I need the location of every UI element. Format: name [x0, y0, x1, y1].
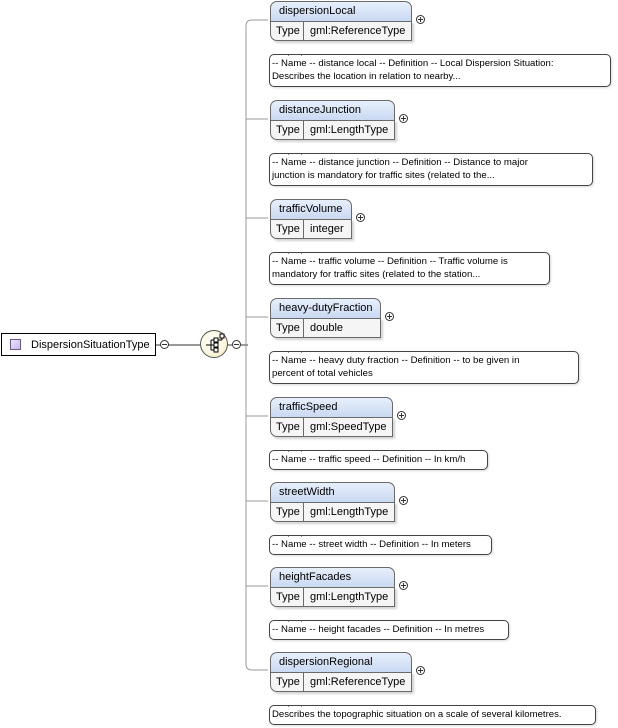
- annotation-line: junction is mandatory for traffic sites …: [272, 170, 495, 181]
- collapse-root-toggle-icon[interactable]: [160, 340, 169, 349]
- annotation-street-width: -- Name -- street width -- Definition --…: [269, 535, 492, 555]
- sequence-compositor-icon[interactable]: [200, 330, 228, 358]
- element-name: dispersionLocal: [270, 1, 412, 21]
- expand-traffic-speed-icon[interactable]: [397, 411, 406, 420]
- annotation-heavy-duty-fraction: -- Name -- heavy duty fraction -- Defini…: [269, 351, 579, 384]
- annotation-line: Describes the topographic situation on a…: [272, 709, 562, 720]
- element-name: distanceJunction: [270, 100, 395, 120]
- sequence-glyph-icon: [206, 333, 225, 353]
- expand-distance-junction-icon[interactable]: [399, 114, 408, 123]
- element-type-row: Type gml:SpeedType: [270, 417, 393, 437]
- element-type-row: Type integer: [270, 219, 352, 239]
- element-type-row: Type double: [270, 318, 381, 338]
- annotation-line: -- Name -- distance junction -- Definiti…: [272, 157, 528, 168]
- complex-type-icon: [10, 339, 21, 350]
- root-type-label: DispersionSituationType: [31, 338, 150, 351]
- expand-height-facades-icon[interactable]: [399, 581, 408, 590]
- element-name: dispersionRegional: [270, 652, 412, 672]
- element-name: streetWidth: [270, 482, 395, 502]
- type-value: gml:ReferenceType: [310, 676, 406, 688]
- annotation-line: -- Name -- traffic speed -- Definition -…: [272, 454, 466, 465]
- type-value: gml:LengthType: [310, 506, 389, 518]
- expand-heavy-duty-fraction-icon[interactable]: [385, 312, 394, 321]
- annotation-line: Describes the location in relation to ne…: [272, 71, 461, 82]
- element-type-row: Type gml:LengthType: [270, 120, 395, 140]
- element-type-row: Type gml:LengthType: [270, 502, 395, 522]
- type-key-label: Type: [271, 588, 304, 606]
- type-key-label: Type: [271, 503, 304, 521]
- annotation-line: -- Name -- traffic volume -- Definition …: [272, 256, 508, 267]
- element-dispersion-local[interactable]: dispersionLocal Type gml:ReferenceType: [270, 1, 412, 41]
- element-type-row: Type gml:LengthType: [270, 587, 395, 607]
- annotation-height-facades: -- Name -- height facades -- Definition …: [269, 620, 509, 640]
- annotation-line: mandatory for traffic sites (related to …: [272, 269, 481, 280]
- type-value: integer: [310, 223, 344, 235]
- element-name: trafficVolume: [270, 199, 352, 219]
- expand-street-width-icon[interactable]: [399, 496, 408, 505]
- type-key-label: Type: [271, 121, 304, 139]
- expand-traffic-volume-icon[interactable]: [356, 213, 365, 222]
- annotation-dispersion-regional: Describes the topographic situation on a…: [269, 705, 596, 725]
- element-type-row: Type gml:ReferenceType: [270, 672, 412, 692]
- type-key-label: Type: [271, 418, 304, 436]
- annotation-line: -- Name -- heavy duty fraction -- Defini…: [272, 355, 520, 366]
- type-key-label: Type: [271, 220, 304, 238]
- element-distance-junction[interactable]: distanceJunction Type gml:LengthType: [270, 100, 395, 140]
- element-dispersion-regional[interactable]: dispersionRegional Type gml:ReferenceTyp…: [270, 652, 412, 692]
- element-traffic-speed[interactable]: trafficSpeed Type gml:SpeedType: [270, 397, 393, 437]
- type-key-label: Type: [271, 673, 304, 691]
- type-value: gml:LengthType: [310, 124, 389, 136]
- type-value: gml:ReferenceType: [310, 25, 406, 37]
- annotation-distance-junction: -- Name -- distance junction -- Definiti…: [269, 153, 593, 186]
- type-key-label: Type: [271, 319, 304, 337]
- annotation-line: percent of total vehicles: [272, 368, 373, 379]
- expand-dispersion-local-icon[interactable]: [416, 15, 425, 24]
- type-value: double: [310, 322, 344, 334]
- element-height-facades[interactable]: heightFacades Type gml:LengthType: [270, 567, 395, 607]
- element-heavy-duty-fraction[interactable]: heavy-dutyFraction Type double: [270, 298, 381, 338]
- annotation-traffic-speed: -- Name -- traffic speed -- Definition -…: [269, 450, 488, 470]
- type-key-label: Type: [271, 22, 304, 40]
- type-value: gml:SpeedType: [310, 421, 387, 433]
- annotation-line: -- Name -- height facades -- Definition …: [272, 624, 485, 635]
- expand-dispersion-regional-icon[interactable]: [416, 666, 425, 675]
- annotation-line: -- Name -- street width -- Definition --…: [272, 539, 471, 550]
- element-name: heavy-dutyFraction: [270, 298, 381, 318]
- annotation-traffic-volume: -- Name -- traffic volume -- Definition …: [269, 252, 550, 285]
- root-type-box[interactable]: DispersionSituationType: [1, 333, 156, 356]
- element-name: trafficSpeed: [270, 397, 393, 417]
- type-value: gml:LengthType: [310, 591, 389, 603]
- annotation-line: -- Name -- distance local -- Definition …: [272, 58, 554, 69]
- collapse-sequence-toggle-icon[interactable]: [232, 340, 241, 349]
- element-traffic-volume[interactable]: trafficVolume Type integer: [270, 199, 352, 239]
- element-type-row: Type gml:ReferenceType: [270, 21, 412, 41]
- annotation-dispersion-local: -- Name -- distance local -- Definition …: [269, 54, 611, 87]
- element-name: heightFacades: [270, 567, 395, 587]
- element-street-width[interactable]: streetWidth Type gml:LengthType: [270, 482, 395, 522]
